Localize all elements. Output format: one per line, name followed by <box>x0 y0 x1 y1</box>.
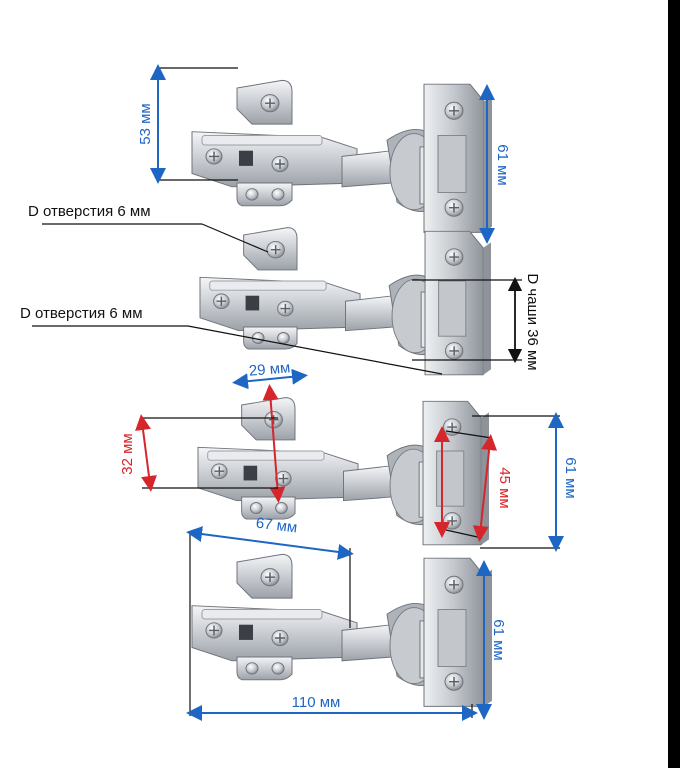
hole-leader-2b <box>187 325 443 375</box>
hinge-3: 29 мм 32 мм 45 мм 61 мм <box>119 359 579 552</box>
hole-diameter-label-1: D отверстия 6 мм <box>28 203 151 220</box>
dim-29-label: 29 мм <box>248 359 291 380</box>
dim-67-label: 67 мм <box>255 515 298 537</box>
cup-diameter-label: D чаши 36 мм <box>524 273 541 370</box>
dim-45-label: 45 мм <box>496 467 513 508</box>
dim-53-label: 53 мм <box>137 103 154 144</box>
hinge-4-body <box>191 553 493 708</box>
dim-32-label: 32 мм <box>119 433 136 474</box>
dim-61b-label: 61 мм <box>562 457 579 498</box>
hinge-1: 53 мм 61 мм <box>137 64 511 244</box>
dim-110-label: 110 мм <box>292 694 341 711</box>
hole-diameter-label-2: D отверстия 6 мм <box>20 305 143 322</box>
dim-67-line <box>186 526 354 560</box>
dim-61c-label: 61 мм <box>490 619 507 660</box>
dim-45-line <box>472 434 498 542</box>
hinge-3-body <box>197 396 490 546</box>
hinge-4: 67 мм 61 мм 110 мм <box>186 515 507 721</box>
dim-29-line <box>232 368 308 390</box>
dim-29-to-32-link <box>262 384 286 503</box>
right-edge-bar <box>668 0 680 768</box>
hinge-2-body <box>199 226 492 376</box>
hole-leader-1b <box>201 223 269 253</box>
hinge-2: D отверстия 6 мм D отверстия 6 мм D чаши… <box>20 203 541 376</box>
dim-61a-label: 61 мм <box>494 144 511 185</box>
dim-32-line <box>135 414 157 492</box>
hinge-1-body <box>191 79 493 234</box>
